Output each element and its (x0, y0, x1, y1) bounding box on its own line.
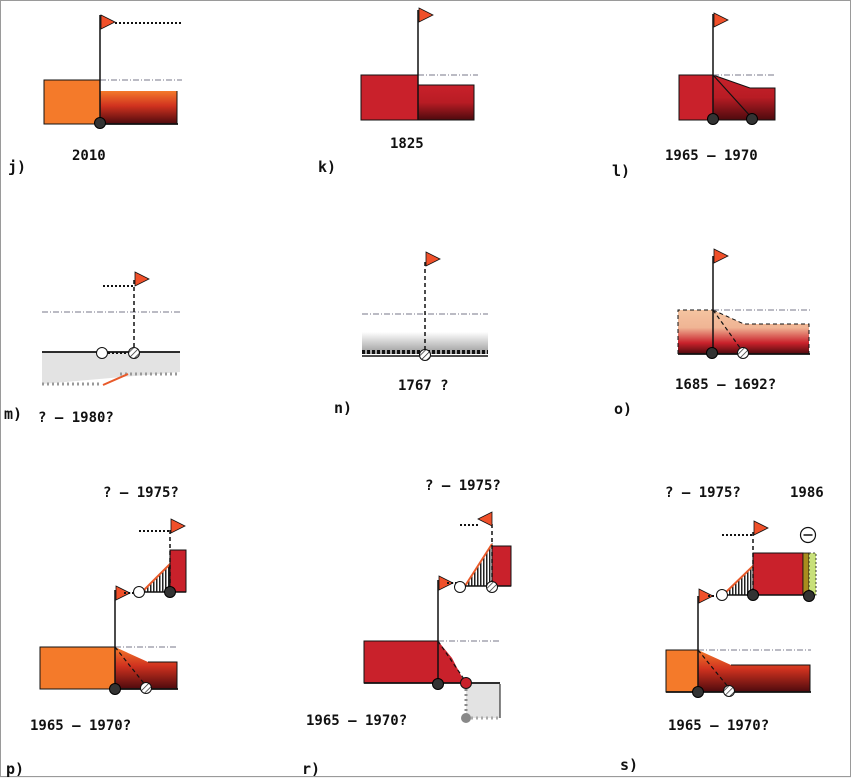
flag-icon (477, 511, 493, 527)
panel-date-o: 1685 – 1692? (675, 377, 777, 393)
panel-label-k: k) (318, 158, 337, 176)
panel-label-l: l) (612, 162, 631, 180)
panel-date-s-bottom: 1965 – 1970? (668, 718, 770, 734)
panel-label-m: m) (4, 405, 23, 423)
panel-n (362, 251, 488, 361)
panel-m (42, 271, 180, 386)
panel-k (360, 7, 478, 121)
panel-label-o: o) (614, 400, 633, 418)
flag-icon (713, 12, 729, 28)
panel-date-p-top: ? – 1975? (103, 485, 179, 501)
flag-icon (753, 520, 769, 536)
flag-icon (425, 251, 441, 267)
flag-icon (100, 14, 116, 30)
panel-date-m: ? – 1980? (38, 410, 114, 426)
minus-circle-icon (799, 526, 817, 544)
panel-date-r-bottom: 1965 – 1970? (306, 713, 408, 729)
panel-j (43, 14, 182, 129)
flag-icon (438, 575, 454, 591)
flag-icon (418, 7, 434, 23)
panel-l (678, 12, 776, 125)
panel-r (363, 511, 512, 723)
flag-icon (698, 588, 714, 604)
panel-date-p-bottom: 1965 – 1970? (30, 718, 132, 734)
flag-icon (170, 518, 186, 534)
panel-label-n: n) (334, 399, 353, 417)
panel-o (677, 248, 810, 359)
panel-date-l: 1965 – 1970 (665, 148, 758, 164)
panel-s (665, 520, 817, 698)
panel-label-r: r) (302, 760, 321, 778)
panel-label-j: j) (8, 158, 27, 176)
panel-label-s: s) (620, 756, 639, 774)
flag-icon (134, 271, 150, 287)
panel-date-r-top: ? – 1975? (425, 478, 501, 494)
panel-p (39, 518, 187, 695)
panel-date-n: 1767 ? (398, 378, 449, 394)
panel-date-k: 1825 (390, 136, 424, 152)
flag-icon (713, 248, 729, 264)
panel-date-j: 2010 (72, 148, 106, 164)
flag-icon (115, 585, 131, 601)
panel-label-p: p) (6, 760, 25, 778)
panel-date-s-top: ? – 1975? (665, 485, 741, 501)
panel-date-s-extra: 1986 (790, 485, 824, 501)
